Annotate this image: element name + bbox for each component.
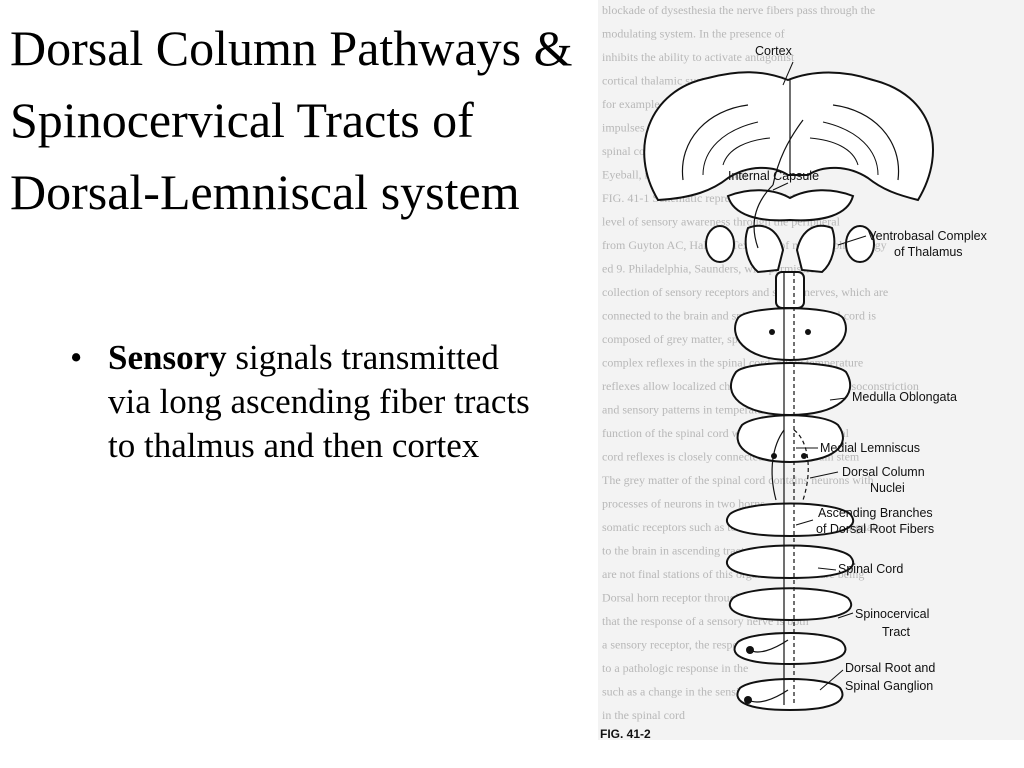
background-text-line: to a pathologic response in the — [602, 661, 748, 675]
title-line-1: Dorsal Column Pathways & — [10, 20, 573, 76]
label-ascending-line-2: of Dorsal Root Fibers — [816, 522, 934, 536]
background-text-line: to the brain in ascending tracts — [602, 544, 749, 558]
label-spinocervical-line-2: Tract — [882, 625, 911, 639]
background-text-line: for example — [602, 97, 660, 111]
bullet-list-item: • Sensory signals transmitted via long a… — [70, 336, 540, 468]
bullet-text: Sensory signals transmitted via long asc… — [108, 336, 540, 468]
label-medulla-oblongata: Medulla Oblongata — [852, 390, 957, 404]
label-ascending-line-1: Ascending Branches — [818, 506, 933, 520]
background-text-line: in the spinal cord — [602, 708, 685, 722]
label-cortex: Cortex — [755, 44, 793, 58]
label-dorsal-column-line-2: Nuclei — [870, 481, 905, 495]
bullet-bold-word: Sensory — [108, 338, 227, 377]
pathway-diagram: blockade of dysesthesia the nerve fibers… — [598, 0, 1024, 740]
background-text-line: such as a change in the sensitivity — [602, 685, 765, 699]
label-drg-line-2: Spinal Ganglion — [845, 679, 933, 693]
background-text-line: modulating system. In the presence of — [602, 27, 785, 41]
background-text-line: processes of neurons in two horns — [602, 497, 765, 511]
bullet-rest-text: signals transmitted via long ascending f… — [108, 338, 530, 465]
background-text-line: inhibits the ability to activate antagon… — [602, 50, 795, 64]
title-line-3: Dorsal-Lemniscal system — [10, 164, 520, 220]
label-spinal-cord: Spinal Cord — [838, 562, 903, 576]
figure-caption: FIG. 41-2 — [600, 727, 651, 740]
label-ventrobasal-line-1: Ventrobasal Complex — [868, 229, 988, 243]
background-text-line: The grey matter of the spinal cord conta… — [602, 473, 874, 487]
slide-title: Dorsal Column Pathways & Spinocervical T… — [10, 12, 730, 228]
brainstem-shape — [730, 271, 852, 464]
spinal-cord-segments — [725, 502, 855, 712]
ascending-fibers — [747, 119, 809, 705]
label-drg-line-1: Dorsal Root and — [845, 661, 935, 675]
label-internal-capsule: Internal Capsule — [728, 169, 819, 183]
label-medial-lemniscus: Medial Lemniscus — [820, 441, 920, 455]
background-text-line: collection of sensory receptors and spin… — [602, 285, 888, 299]
title-line-2: Spinocervical Tracts of — [10, 92, 474, 148]
ganglion-dots — [744, 329, 811, 704]
label-dorsal-column-line-1: Dorsal Column — [842, 465, 925, 479]
label-leaders — [772, 61, 867, 691]
thalamus-shape — [705, 189, 875, 274]
label-ventrobasal-line-2: of Thalamus — [894, 245, 963, 259]
cortex-shape — [643, 71, 934, 202]
background-text-line: blockade of dysesthesia the nerve fibers… — [602, 3, 875, 17]
label-spinocervical-line-1: Spinocervical — [855, 607, 929, 621]
background-text-line: from Guyton AC, Hall JE: Textbook of med… — [602, 238, 887, 252]
bullet-dot-icon: • — [70, 338, 83, 377]
pathway-diagram-svg: blockade of dysesthesia the nerve fibers… — [598, 0, 1024, 740]
